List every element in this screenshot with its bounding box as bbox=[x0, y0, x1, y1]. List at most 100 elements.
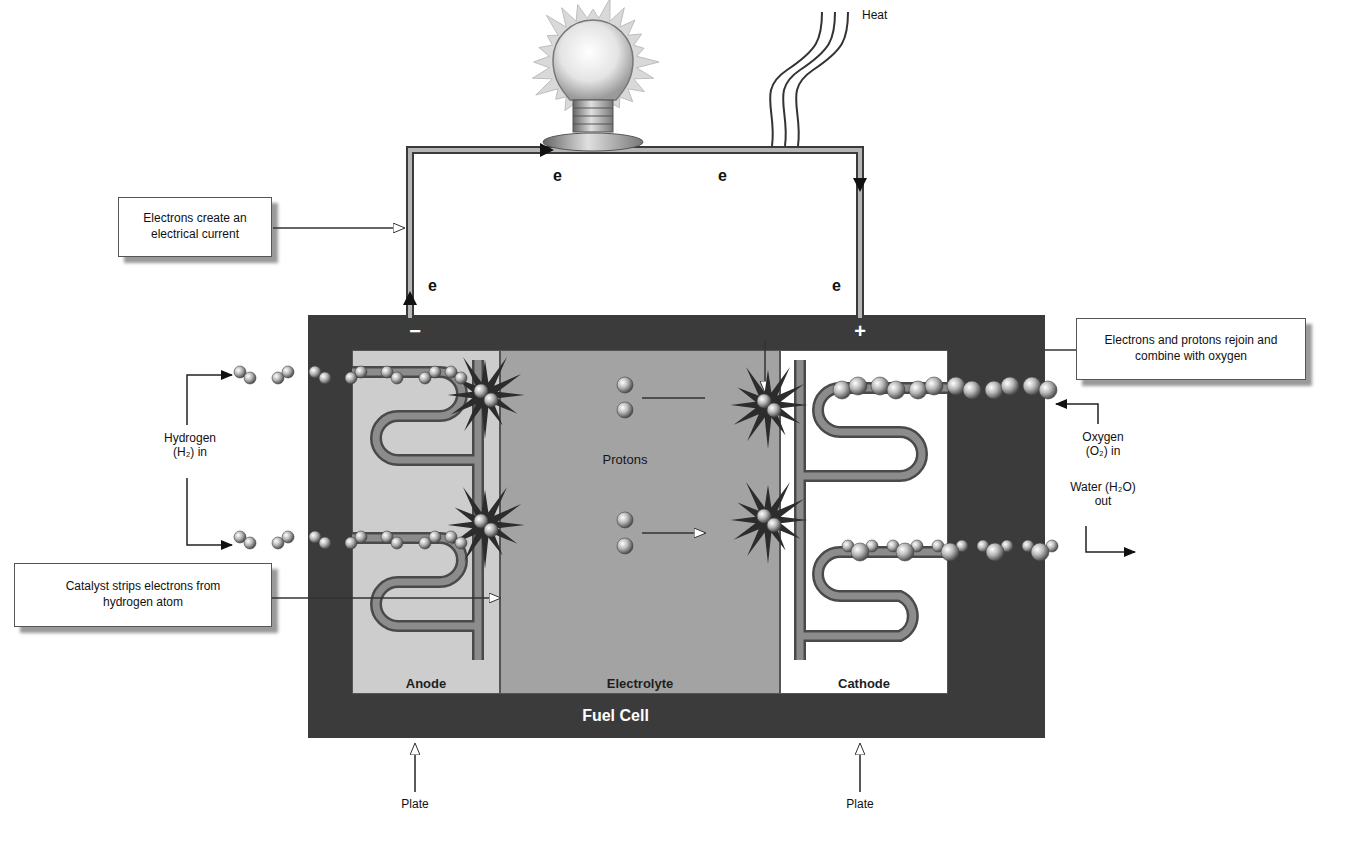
label-text: Water (H₂O) out bbox=[1070, 480, 1136, 509]
node-text: Anode bbox=[406, 676, 446, 691]
label-text: e bbox=[428, 276, 437, 295]
label-text: e bbox=[553, 166, 562, 185]
leader-line bbox=[1045, 349, 1076, 351]
atom bbox=[391, 372, 403, 384]
atom bbox=[282, 366, 294, 378]
label-text: e bbox=[832, 276, 841, 295]
leader-line bbox=[272, 597, 500, 599]
label-text: − bbox=[409, 319, 421, 343]
atom bbox=[851, 543, 869, 561]
callout-box: Electrons create an electrical current bbox=[118, 197, 272, 257]
atom bbox=[767, 403, 781, 417]
label-text: Plate bbox=[846, 797, 873, 811]
atom bbox=[767, 518, 781, 532]
node-text: Cathode bbox=[838, 676, 890, 691]
atom bbox=[455, 372, 467, 384]
label-text: e bbox=[718, 166, 727, 185]
atom bbox=[985, 381, 1003, 399]
catalyst-burst bbox=[448, 357, 525, 439]
atom bbox=[963, 381, 981, 399]
channel bbox=[800, 388, 948, 476]
catalyst-burst bbox=[731, 367, 808, 449]
atom bbox=[355, 531, 367, 543]
channel bbox=[800, 552, 948, 636]
atom bbox=[941, 543, 959, 561]
atom bbox=[319, 372, 331, 384]
leader-arrow bbox=[273, 227, 404, 229]
flow-arrow bbox=[187, 478, 232, 545]
flow-channels bbox=[352, 360, 948, 660]
leader-arrow bbox=[414, 744, 416, 792]
current-arrow bbox=[540, 143, 554, 157]
atom bbox=[871, 377, 889, 395]
atom bbox=[455, 537, 467, 549]
flow-arrows bbox=[187, 375, 1135, 792]
label-text: Heat bbox=[862, 8, 887, 22]
bulb-thread bbox=[573, 108, 613, 124]
atom bbox=[896, 543, 914, 561]
label-text: + bbox=[854, 319, 866, 343]
channel bbox=[800, 552, 948, 636]
atom bbox=[484, 393, 498, 407]
atom bbox=[617, 538, 633, 554]
catalyst-burst bbox=[731, 482, 808, 564]
atom bbox=[429, 366, 441, 378]
channel bbox=[800, 388, 948, 476]
node-text: Catalyst strips electrons from hydrogen … bbox=[51, 579, 235, 610]
atom bbox=[849, 377, 867, 395]
atom bbox=[947, 377, 965, 395]
node-text: Electrolyte bbox=[607, 676, 673, 691]
wire-outline bbox=[410, 150, 860, 318]
label-text: Oxygen (O₂) in bbox=[1070, 430, 1136, 459]
atom bbox=[617, 377, 633, 393]
bulb-socket bbox=[543, 133, 643, 151]
proton-arrows bbox=[642, 398, 705, 533]
channel bbox=[352, 538, 478, 626]
channel bbox=[352, 372, 478, 460]
node-text: Fuel Cell bbox=[582, 707, 649, 725]
current-arrow bbox=[403, 291, 417, 305]
atom bbox=[1031, 543, 1049, 561]
node-text: Electrons and protons rejoin and combine… bbox=[1095, 333, 1287, 364]
callout-box: Electrons and protons rejoin and combine… bbox=[1076, 318, 1306, 380]
label-text: Plate bbox=[401, 797, 428, 811]
atom bbox=[833, 381, 851, 399]
atom bbox=[1023, 377, 1041, 395]
label-text: Hydrogen (H₂) in bbox=[155, 431, 225, 460]
bulb-base bbox=[573, 100, 613, 132]
callout-box: Catalyst strips electrons from hydrogen … bbox=[14, 563, 272, 627]
atom bbox=[355, 366, 367, 378]
leader-arrow bbox=[859, 744, 861, 792]
electrolyte-panel: Electrolyte bbox=[500, 350, 780, 694]
node-text: Electrons create an electrical current bbox=[133, 211, 257, 242]
molecules bbox=[234, 366, 1058, 561]
label-text: Protons bbox=[603, 452, 648, 468]
atom bbox=[319, 537, 331, 549]
atom bbox=[244, 537, 256, 549]
atom bbox=[909, 381, 927, 399]
atom bbox=[1001, 377, 1019, 395]
atom bbox=[429, 531, 441, 543]
heat-waves bbox=[770, 12, 848, 146]
atom bbox=[1039, 381, 1057, 399]
bulb-glass bbox=[553, 20, 633, 100]
channel bbox=[352, 372, 478, 460]
atom bbox=[391, 537, 403, 549]
heat-wave bbox=[796, 12, 848, 146]
atom bbox=[887, 381, 905, 399]
wire bbox=[410, 150, 860, 318]
current-arrow bbox=[853, 178, 867, 192]
atom bbox=[925, 377, 943, 395]
flow-arrow bbox=[1086, 526, 1135, 552]
catalyst-burst bbox=[448, 487, 525, 569]
catalyst-bursts bbox=[448, 357, 808, 569]
heat-wave bbox=[783, 12, 835, 146]
atom bbox=[986, 543, 1004, 561]
flow-arrow bbox=[1056, 404, 1098, 424]
channel bbox=[352, 538, 478, 626]
atom bbox=[244, 372, 256, 384]
electron-arrow bbox=[764, 340, 766, 392]
atom bbox=[282, 531, 294, 543]
